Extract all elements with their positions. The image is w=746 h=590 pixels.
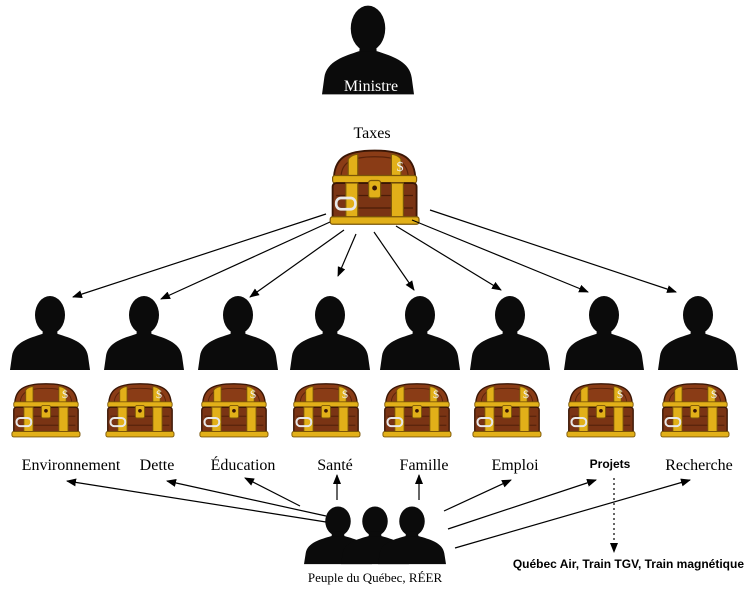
sante-chest-icon (290, 382, 362, 438)
arrow-to-dette (160, 221, 331, 300)
department-education: $ Éducation (198, 296, 278, 474)
dette-label: Dette (140, 457, 175, 474)
projets-person-icon (564, 296, 644, 370)
environnement-person-icon (10, 296, 90, 370)
famille-chest-icon (381, 382, 453, 438)
department-emploi: $ Emploi (470, 296, 550, 474)
education-label: Éducation (211, 455, 276, 474)
projects-note-label: Québec Air, Train TGV, Train magnétique (513, 557, 745, 571)
department-sante: $ Santé (290, 296, 370, 474)
sante-label: Santé (317, 457, 353, 474)
arrow-to-sante (337, 233, 357, 277)
people-group-icon (304, 506, 446, 565)
people-arrow-to-projets (447, 479, 597, 530)
famille-person-icon (380, 296, 460, 370)
recherche-person-icon (658, 296, 738, 370)
arrow-to-emploi (395, 225, 502, 291)
department-recherche: $ Recherche (658, 296, 738, 474)
education-chest-icon (198, 382, 270, 438)
emploi-chest-dollar: $ (523, 387, 529, 401)
minister-title-line1: Ministre (344, 78, 398, 95)
education-person-icon (198, 296, 278, 370)
department-projets: $ Projets (564, 296, 644, 471)
emploi-label: Emploi (491, 457, 539, 474)
dette-person-icon (104, 296, 184, 370)
dette-chest-icon (104, 382, 176, 438)
emploi-chest-icon (471, 382, 543, 438)
arrow-to-recherche (429, 209, 677, 293)
department-famille: $ Famille (380, 296, 460, 474)
minister-figure: Ministre des finances (322, 5, 414, 113)
projets-chest-icon (565, 382, 637, 438)
arrow-to-projets (411, 219, 589, 293)
people-arrow-to-education (244, 477, 301, 507)
environnement-label: Environnement (22, 457, 121, 474)
taxes-label: Taxes (353, 125, 390, 142)
dette-chest-dollar: $ (156, 387, 162, 401)
arrow-to-environnement (72, 213, 327, 298)
sante-person-icon (290, 296, 370, 370)
people-label: Peuple du Québec, RÉER (308, 570, 443, 585)
contribution-arrows (66, 474, 691, 549)
arrow-to-famille (373, 231, 415, 291)
minister-title-line2: des finances (335, 96, 414, 113)
department-dette: $ Dette (104, 296, 184, 474)
taxes-chest-dollar: $ (397, 160, 404, 175)
taxes-chest-icon (328, 149, 421, 226)
projets-label: Projets (590, 457, 631, 471)
recherche-label: Recherche (665, 457, 733, 474)
recherche-chest-dollar: $ (711, 387, 717, 401)
emploi-person-icon (470, 296, 550, 370)
people-arrow-to-environnement (66, 478, 327, 523)
famille-chest-dollar: $ (433, 387, 439, 401)
people-arrow-to-recherche (454, 478, 691, 549)
people-arrow-to-emploi (443, 479, 512, 512)
arrow-to-education (249, 229, 345, 298)
department-environnement: $ Environnement (10, 296, 121, 474)
recherche-chest-icon (659, 382, 731, 438)
distribution-arrows (72, 209, 677, 300)
sante-chest-dollar: $ (342, 387, 348, 401)
people-arrow-to-dette (166, 479, 327, 517)
environnement-chest-icon (10, 382, 82, 438)
famille-label: Famille (400, 457, 449, 474)
projets-chest-dollar: $ (617, 387, 623, 401)
education-chest-dollar: $ (250, 387, 256, 401)
environnement-chest-dollar: $ (62, 387, 68, 401)
